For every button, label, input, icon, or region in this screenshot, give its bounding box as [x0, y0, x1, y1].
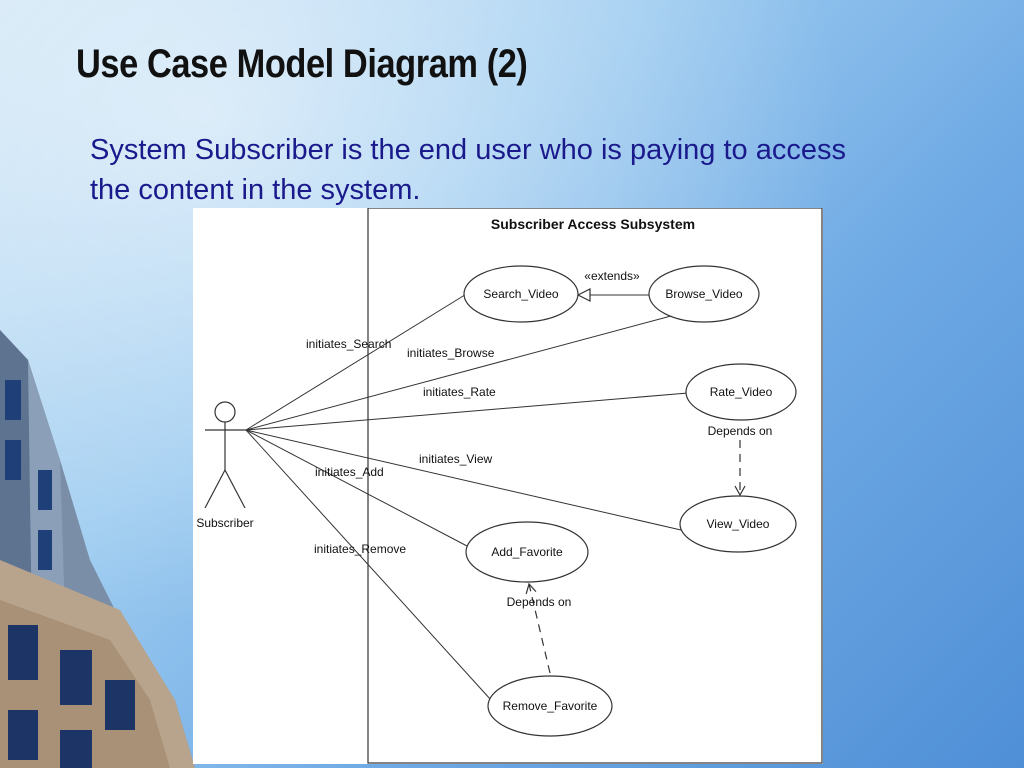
use-case-rate-video-label: Rate_Video — [710, 385, 773, 399]
assoc-add-line — [245, 429, 468, 547]
use-case-browse-video-label: Browse_Video — [665, 287, 742, 301]
use-case-add-favorite-label: Add_Favorite — [491, 545, 563, 559]
label-initiates-rate: initiates_Rate — [423, 385, 496, 399]
depends-remove-add-arrow — [525, 582, 551, 674]
use-case-search-video-label: Search_Video — [483, 287, 558, 301]
depends-remove-add-label: Depends on — [507, 595, 572, 609]
depends-rate-view-label: Depends on — [708, 424, 773, 438]
assoc-browse-line — [245, 315, 672, 431]
system-boundary — [367, 208, 823, 764]
use-case-diagram: Subscriber Access Subsystem Subscriber i… — [193, 208, 823, 764]
label-initiates-add: initiates_Add — [315, 465, 384, 479]
use-case-remove-favorite-label: Remove_Favorite — [503, 699, 598, 713]
use-case-search-video[interactable]: Search_Video — [463, 265, 579, 323]
use-case-browse-video[interactable]: Browse_Video — [648, 265, 760, 323]
label-initiates-browse: initiates_Browse — [407, 346, 495, 360]
assoc-remove-line — [245, 429, 492, 701]
use-case-add-favorite[interactable]: Add_Favorite — [465, 521, 589, 583]
slide-title: Use Case Model Diagram (2) — [76, 42, 528, 86]
assoc-view-line — [245, 429, 682, 531]
assoc-rate-line — [245, 392, 689, 431]
actor-label: Subscriber — [196, 516, 253, 530]
use-case-view-video[interactable]: View_Video — [679, 495, 797, 553]
label-initiates-view: initiates_View — [419, 452, 492, 466]
label-initiates-remove: initiates_Remove — [314, 542, 406, 556]
actor-subscriber[interactable] — [204, 401, 246, 509]
slide-body-text: System Subscriber is the end user who is… — [90, 134, 846, 206]
label-initiates-search: initiates_Search — [306, 337, 391, 351]
use-case-remove-favorite[interactable]: Remove_Favorite — [487, 675, 613, 737]
extends-label: «extends» — [584, 269, 640, 283]
use-case-view-video-label: View_Video — [707, 517, 770, 531]
assoc-search-line — [245, 292, 469, 431]
system-boundary-label: Subscriber Access Subsystem — [491, 216, 695, 232]
use-case-rate-video[interactable]: Rate_Video — [685, 363, 797, 421]
